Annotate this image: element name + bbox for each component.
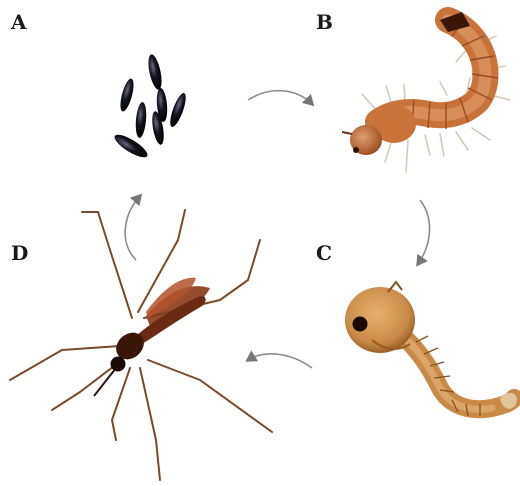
pupa-abdomen (396, 330, 514, 409)
egg (146, 53, 164, 91)
egg (134, 102, 147, 139)
arrow-d-to-a (125, 196, 140, 260)
larva (342, 12, 510, 172)
arrow-a-to-b (248, 91, 312, 104)
larva-antenna (342, 132, 352, 134)
arrow-c-to-d (248, 354, 312, 368)
egg (167, 91, 189, 128)
pupa-eye (353, 317, 368, 332)
mosquito-head (111, 357, 126, 372)
egg (118, 77, 136, 112)
egg-cluster (112, 53, 189, 161)
panel-label-c: C (316, 243, 332, 263)
panel-label-a: A (11, 12, 27, 32)
pupa-abdomen-highlight (396, 330, 492, 409)
panel-label-b: B (316, 12, 333, 32)
larva-eye (353, 147, 359, 153)
adult-mosquito (10, 210, 272, 480)
pupa (345, 282, 517, 416)
egg (112, 131, 151, 161)
panel-label-d: D (11, 243, 28, 263)
arrow-b-to-c (418, 200, 430, 264)
